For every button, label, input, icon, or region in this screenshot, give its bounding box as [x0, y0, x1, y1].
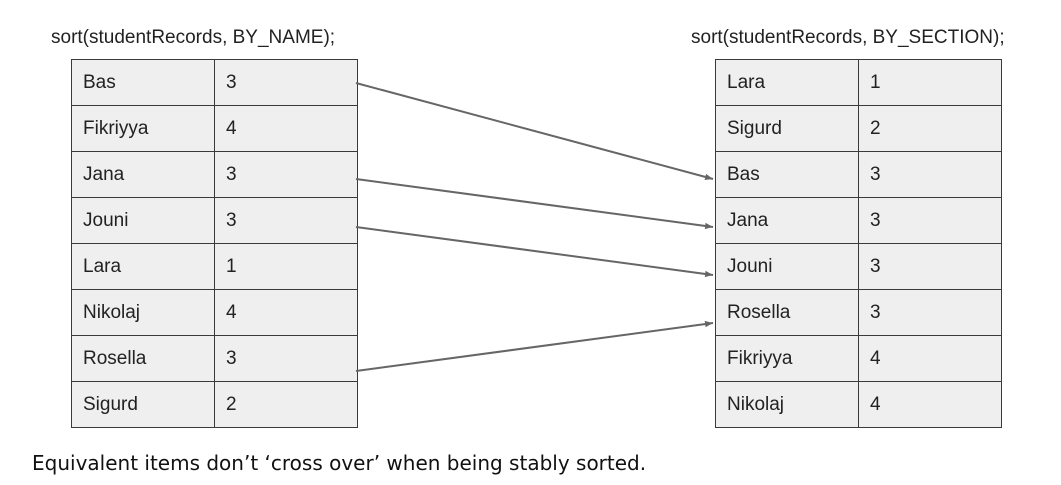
section-number-cell: 3	[858, 289, 1002, 336]
section-number-cell: 4	[214, 105, 358, 152]
student-name-cell: Jana	[715, 197, 859, 244]
student-name-cell: Bas	[71, 59, 215, 106]
section-number-cell: 1	[858, 59, 1002, 106]
section-number-cell: 1	[214, 243, 358, 290]
student-name-cell: Fikriyya	[715, 335, 859, 382]
mapping-arrow	[355, 178, 714, 230]
section-number-cell: 3	[858, 197, 1002, 244]
student-name-cell: Sigurd	[715, 105, 859, 152]
mapping-arrow	[355, 320, 714, 372]
mapping-arrow	[355, 226, 714, 278]
mapping-arrow	[355, 82, 714, 181]
section-number-cell: 3	[214, 335, 358, 382]
section-number-cell: 4	[214, 289, 358, 336]
section-number-cell: 3	[214, 151, 358, 198]
section-number-cell: 4	[858, 381, 1002, 428]
section-number-cell: 3	[858, 151, 1002, 198]
student-name-cell: Bas	[715, 151, 859, 198]
student-name-cell: Sigurd	[71, 381, 215, 428]
student-name-cell: Lara	[71, 243, 215, 290]
caption: Equivalent items don’t ‘cross over’ when…	[32, 451, 647, 475]
student-name-cell: Lara	[715, 59, 859, 106]
student-name-cell: Jana	[71, 151, 215, 198]
left-sort-call: sort(studentRecords, BY_NAME);	[51, 27, 336, 48]
section-number-cell: 4	[858, 335, 1002, 382]
section-number-cell: 3	[214, 59, 358, 106]
student-name-cell: Nikolaj	[715, 381, 859, 428]
section-number-cell: 3	[214, 197, 358, 244]
section-number-cell: 3	[858, 243, 1002, 290]
section-number-cell: 2	[214, 381, 358, 428]
right-sort-call: sort(studentRecords, BY_SECTION);	[691, 27, 1005, 48]
